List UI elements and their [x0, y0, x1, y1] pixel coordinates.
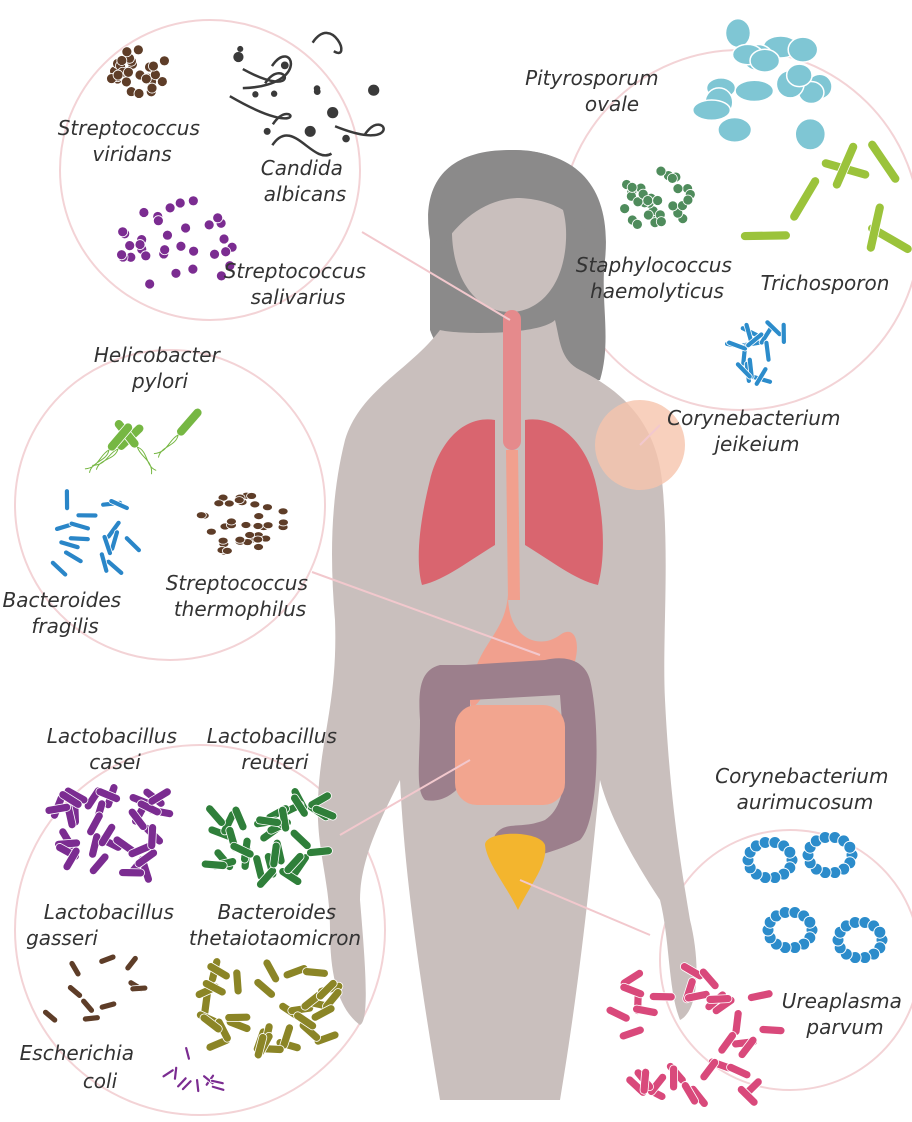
label-corynebacterium-jeikeium: Corynebacterium jeikeium: [667, 406, 847, 456]
label-escherichia-coli: Escherichia coli: [20, 1041, 141, 1093]
small-intestine: [455, 705, 565, 805]
label-streptococcus-thermophilus: Streptococcus thermophilus: [166, 571, 315, 621]
rods-icon: [201, 786, 338, 890]
label-corynebacterium-aurimucosum: Corynebacterium aurimucosum: [715, 764, 895, 814]
long-rods-icon: [740, 139, 912, 256]
hyphae-icon: [230, 33, 384, 155]
label-streptococcus-salivarius: Streptococcus salivarius: [224, 259, 373, 309]
trachea: [503, 310, 521, 450]
label-candida-albicans: Candida albicans: [261, 156, 349, 206]
chain-rods-icon: [41, 953, 148, 1024]
rods-icon: [605, 961, 786, 1109]
yeast-cells-icon: [693, 19, 832, 150]
label-ureaplasma-parvum: Ureaplasma parvum: [782, 989, 908, 1039]
label-pityrosporum-ovale: Pityrosporum ovale: [525, 66, 665, 116]
label-helicobacter-pylori: Helicobacter pylori: [94, 343, 226, 393]
label-bacteroides-fragilis: Bacteroides fragilis: [3, 588, 128, 638]
cocci-cluster-icon: [620, 166, 696, 229]
label-trichosporon: Trichosporon: [761, 271, 890, 295]
esophagus: [506, 450, 520, 600]
flagellated-rods-icon: [85, 406, 204, 474]
short-rods-icon: [49, 489, 142, 578]
label-streptococcus-viridans: Streptococcus viridans: [58, 116, 207, 166]
rods-icon: [44, 783, 174, 885]
bead-chains-icon: [742, 831, 888, 963]
cocci-chains-icon: [196, 492, 288, 555]
short-rods-icon: [724, 319, 786, 387]
rods-icon: [194, 957, 344, 1060]
small-rods-icon: [161, 1046, 225, 1092]
label-lactobacillus-gasseri: Lactobacillus gasseri: [26, 900, 180, 950]
cocci-cluster-icon: [117, 196, 238, 289]
